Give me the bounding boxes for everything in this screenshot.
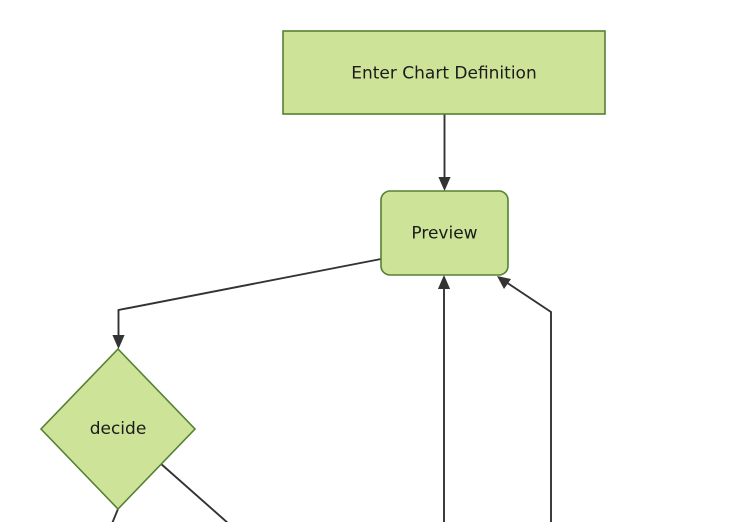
edge-decide-out-right[interactable]: [159, 462, 272, 522]
node-enter-chart-definition[interactable]: Enter Chart Definition: [282, 30, 606, 115]
edge-decide-out-bottom[interactable]: [97, 508, 119, 522]
node-decide[interactable]: decide: [39, 347, 197, 511]
node-preview[interactable]: Preview: [380, 190, 509, 276]
node-shape-rounded-rectangle: [380, 190, 509, 276]
node-label-decide: decide: [90, 419, 147, 439]
edge-line: [111, 508, 119, 522]
edge-enter-to-preview[interactable]: [438, 114, 451, 191]
edge-line: [117, 258, 382, 338]
arrowhead-icon: [438, 177, 451, 191]
node-shape-rectangle: [282, 30, 606, 115]
edge-return-right-to-preview[interactable]: [497, 276, 552, 522]
edge-return-center-to-preview[interactable]: [437, 275, 451, 522]
arrowhead-icon: [497, 276, 511, 289]
edge-line: [159, 462, 229, 522]
edge-line: [505, 281, 552, 522]
node-shape-diamond: [39, 347, 197, 511]
node-layer: Enter Chart Definition Preview decide: [39, 30, 606, 511]
node-label-preview: Preview: [411, 224, 477, 244]
edge-preview-to-decide[interactable]: [112, 258, 382, 349]
arrowhead-icon: [437, 275, 451, 289]
node-label-enter-chart-definition: Enter Chart Definition: [351, 64, 536, 84]
arrowhead-icon: [112, 335, 125, 349]
edge-layer: [97, 114, 552, 522]
